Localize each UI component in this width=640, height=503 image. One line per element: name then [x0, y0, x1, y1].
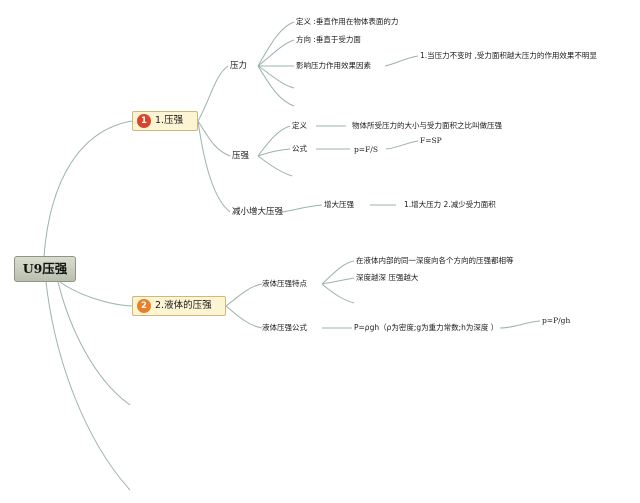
number-badge-1: 1	[137, 114, 151, 128]
connector-root-topic1	[43, 120, 133, 257]
node-pressure-definition[interactable]: 定义 :垂直作用在物体表面的力	[296, 17, 399, 26]
node-pressure-direction[interactable]: 方向 :垂直于受力面	[296, 35, 361, 44]
connector-strength-formula	[257, 148, 291, 157]
node-liquid-formula-label[interactable]: 液体压强公式	[262, 323, 307, 332]
connector-topic1-pressure	[197, 65, 229, 122]
connector-pressure-dir	[257, 39, 295, 67]
node-strength-definition-label[interactable]: 定义	[292, 121, 307, 130]
node-increase-methods[interactable]: 1.增大压力 2.减少受力面积	[404, 200, 496, 209]
connector-pressure-empty2	[257, 65, 295, 107]
connector-factors-detail	[384, 55, 419, 67]
node-change-pressure[interactable]: 减小增大压强	[232, 207, 284, 217]
connector-formula-derived-liquid	[499, 320, 541, 329]
node-strength-formula[interactable]: p=F/S	[354, 145, 378, 154]
node-pressure-strength[interactable]: 压强	[232, 151, 250, 161]
connector-change-increase	[281, 204, 323, 213]
node-strength-formula-derived[interactable]: F=SP	[420, 136, 442, 145]
topic-pressure-node[interactable]: 1 1.压强	[132, 111, 198, 131]
topic-label: 1.压强	[155, 115, 184, 126]
node-liquid-features[interactable]: 液体压强特点	[262, 279, 307, 288]
topic-liquid-pressure-node[interactable]: 2 2.液体的压强	[132, 296, 226, 316]
node-increase-pressure[interactable]: 增大压强	[324, 200, 354, 209]
node-liquid-formula[interactable]: P=ρgh（ρ为密度;g为重力常数;h为深度 ）	[354, 323, 499, 332]
root-node[interactable]: U9压强	[14, 256, 76, 282]
node-strength-definition-text[interactable]: 物体所受压力的大小与受力面积之比叫做压强	[352, 121, 502, 130]
connector-features-2	[321, 277, 355, 285]
connector-pressure-def	[257, 21, 295, 67]
connector-features-empty	[321, 283, 355, 304]
node-pressure[interactable]: 压力	[230, 61, 248, 71]
connector-root-empty2	[45, 281, 131, 491]
connector-strength-empty	[257, 155, 293, 177]
node-liquid-feature-2[interactable]: 深度越深 压强越大	[356, 273, 419, 282]
connector-topic2-features	[225, 283, 263, 307]
node-pressure-factors-detail[interactable]: 1.当压力不变时 ,受力面积越大压力的作用效果不明显	[420, 51, 597, 60]
node-liquid-feature-1[interactable]: 在液体内部的同一深度向各个方向的压强都相等	[356, 256, 514, 265]
topic-label: 2.液体的压强	[155, 300, 212, 311]
connector-root-topic2	[59, 281, 133, 307]
connector-topic2-formula	[225, 305, 263, 329]
node-strength-formula-label[interactable]: 公式	[292, 144, 307, 153]
connector-topic1-strength	[197, 120, 231, 157]
connector-root-empty1	[57, 281, 131, 406]
connector-pressure-empty1	[257, 65, 295, 89]
node-liquid-formula-derived[interactable]: p=P/gh	[542, 316, 571, 325]
connector-features-1	[321, 260, 355, 285]
connector-topic1-change	[197, 120, 231, 213]
number-badge-2: 2	[137, 299, 151, 313]
node-pressure-factors[interactable]: 影响压力作用效果因素	[296, 61, 371, 70]
connector-formula-derived	[385, 140, 419, 150]
connector-strength-def	[257, 125, 291, 157]
